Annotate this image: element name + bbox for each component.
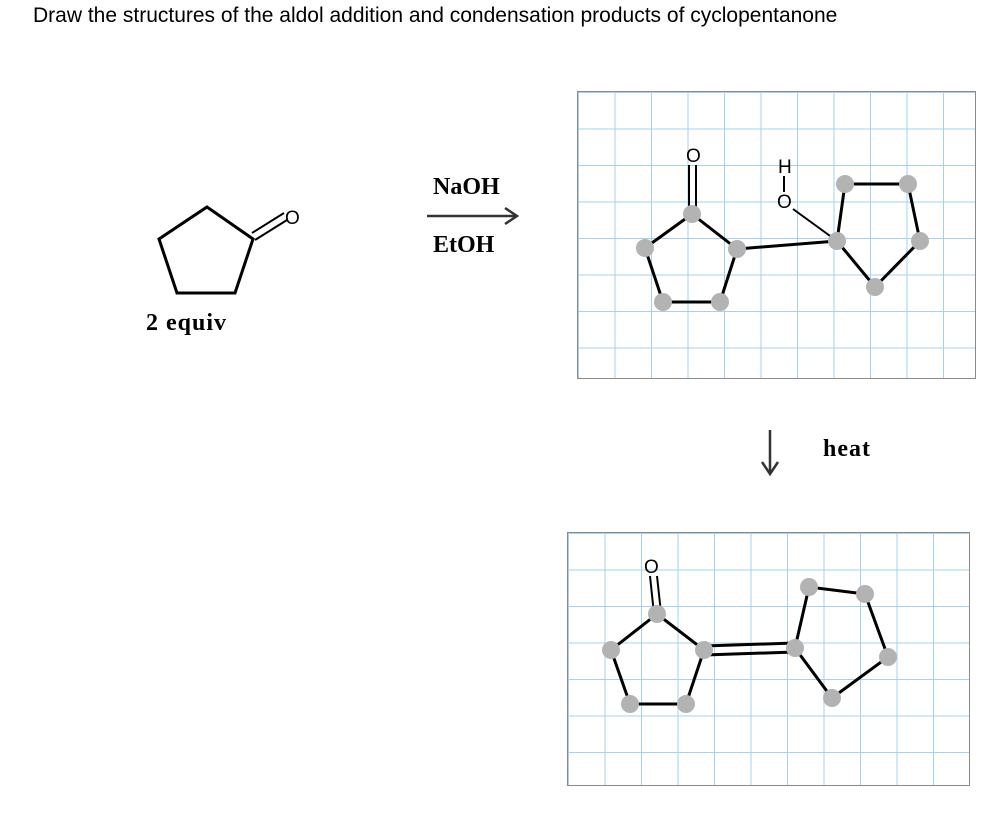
aldol-atom-dot[interactable] xyxy=(636,239,654,257)
condensation-atom-dot[interactable] xyxy=(648,605,666,623)
question-text: Draw the structures of the aldol additio… xyxy=(33,4,838,27)
condensation-second-ring xyxy=(793,585,890,701)
aldol-atom-dot[interactable] xyxy=(728,240,746,258)
condensation-atom-dot[interactable] xyxy=(677,695,695,713)
condensation-carbonyl-oxygen-label: O xyxy=(644,557,659,578)
aldol-alcohol-ring xyxy=(835,182,922,290)
aldol-atom-dot[interactable] xyxy=(683,205,701,223)
aldol-atom-dot[interactable] xyxy=(866,278,884,296)
condensation-atom-dot[interactable] xyxy=(823,689,841,707)
aldol-atom-dot[interactable] xyxy=(654,293,672,311)
aldol-atom-dot[interactable] xyxy=(836,175,854,193)
condensation-atom-dot[interactable] xyxy=(856,585,874,603)
condensation-atom-dot[interactable] xyxy=(786,639,804,657)
aldol-hydroxyl-oxygen-label: O xyxy=(777,192,792,213)
reactant-ring xyxy=(157,205,255,295)
reactant-carbonyl-bond-2 xyxy=(254,219,288,241)
aldol-atom-dot[interactable] xyxy=(899,175,917,193)
reactant-carbonyl-bond-1 xyxy=(251,212,285,234)
condensation-atom-dot[interactable] xyxy=(602,641,620,659)
condensation-atom-dot[interactable] xyxy=(879,648,897,666)
condensation-product-canvas[interactable] xyxy=(567,532,970,786)
equiv-label: 2 equiv xyxy=(146,310,228,336)
aldol-hydroxyl-hydrogen-label: H xyxy=(778,157,792,178)
condensation-atom-dot[interactable] xyxy=(695,641,713,659)
aldol-linking-bond xyxy=(735,239,839,251)
aldol-atom-dot[interactable] xyxy=(911,232,929,250)
reagent-etoh-label: EtOH xyxy=(433,232,495,258)
aldol-c-o-bond xyxy=(792,208,838,242)
aldol-atom-dot[interactable] xyxy=(828,232,846,250)
heat-label: heat xyxy=(823,436,871,462)
aldol-ketone-ring xyxy=(643,212,739,304)
condensation-ketone-ring xyxy=(609,612,706,706)
condensation-double-bond-1 xyxy=(702,641,797,648)
condensation-atom-dot[interactable] xyxy=(621,695,639,713)
reactant-oxygen-label: O xyxy=(285,208,300,229)
heat-arrow-head xyxy=(760,461,780,477)
condensation-atom-dot[interactable] xyxy=(800,578,818,596)
reaction-arrow-head xyxy=(504,206,520,226)
aldol-atom-dot[interactable] xyxy=(711,293,729,311)
aldol-carbonyl-oxygen-label: O xyxy=(686,146,701,167)
aldol-product-canvas[interactable] xyxy=(577,91,976,379)
condensation-double-bond-2 xyxy=(702,650,797,657)
reagent-naoh-label: NaOH xyxy=(433,174,500,200)
